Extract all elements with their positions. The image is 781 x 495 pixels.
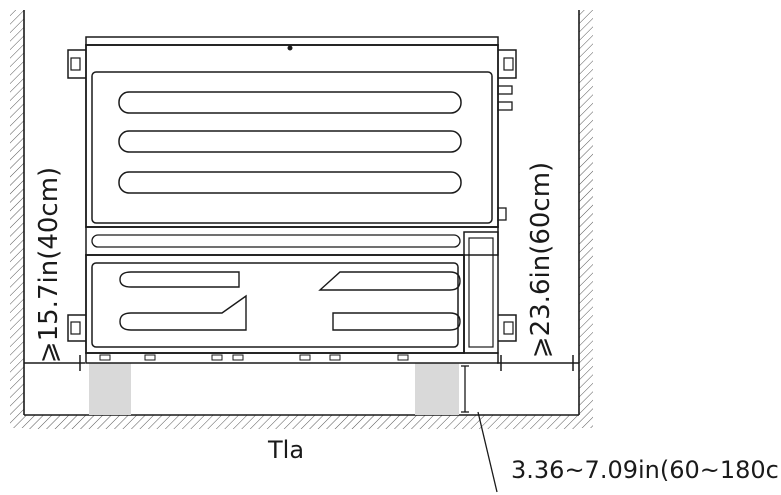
height-dimension	[461, 365, 498, 493]
support-block-left	[89, 363, 131, 415]
left-wall	[10, 10, 25, 428]
floor	[24, 414, 579, 429]
clearance-line-left	[24, 355, 85, 371]
clearance-line-right	[497, 355, 579, 371]
right-clearance-label: ⩾23.6in(60cm)	[526, 162, 556, 358]
height-range-label: 3.36~7.09in(60~180cm)	[511, 456, 781, 484]
support-block-right	[415, 363, 459, 415]
floor-label: Tla	[267, 436, 304, 464]
ac-unit	[67, 36, 517, 364]
left-clearance-label: ⩾15.7in(40cm)	[34, 167, 64, 363]
right-wall	[578, 10, 593, 428]
